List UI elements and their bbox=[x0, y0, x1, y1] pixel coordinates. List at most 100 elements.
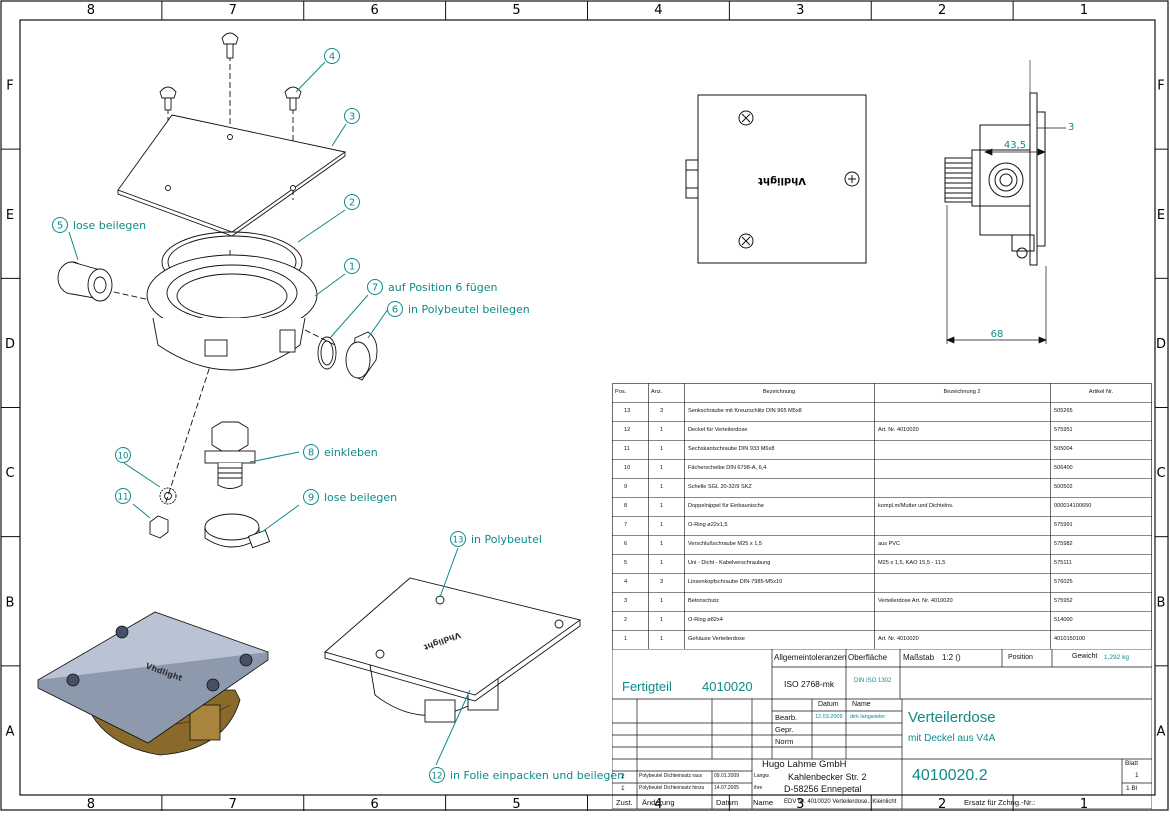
company-street: Kahlenbecker Str. 2 bbox=[788, 772, 867, 782]
parts-list-cell: 505004 bbox=[1054, 446, 1073, 452]
scale-label: Maßstab bbox=[903, 653, 935, 662]
callout-number: 1 bbox=[349, 262, 355, 273]
parts-list-cell: 575951 bbox=[1054, 427, 1073, 433]
callout-leaders bbox=[68, 61, 471, 766]
parts-list-cell: 1 bbox=[660, 465, 664, 471]
parts-list-cell: 1 bbox=[660, 560, 664, 566]
parts-list-cell: Art. Nr. 4010020 bbox=[878, 427, 919, 433]
title-block-grid bbox=[612, 649, 1152, 809]
zone-column-3-top: 3 bbox=[796, 3, 804, 18]
title-block: Allgemeintoleranzen Oberfläche Maßstab 1… bbox=[612, 649, 1152, 809]
callout-1: 1 bbox=[344, 258, 360, 274]
revision-zust: 1 bbox=[621, 785, 625, 792]
zone-column-2-top: 2 bbox=[938, 3, 946, 18]
zone-row-C-left: C bbox=[5, 466, 14, 481]
callout-number: 13 bbox=[453, 536, 464, 546]
parts-list-cell: 500502 bbox=[1054, 484, 1073, 490]
parts-list-cell: 1 bbox=[660, 503, 664, 509]
parts-list-cell: 1 bbox=[660, 598, 664, 604]
zone-column-2-bottom: 2 bbox=[938, 797, 946, 812]
front-view-label: Vhdlight bbox=[758, 175, 806, 186]
revision-change: Polybeutel Dichteinsatz raus bbox=[639, 773, 703, 779]
sheet-label: Blatt bbox=[1125, 760, 1139, 767]
bearb-name: dirk langwieler bbox=[850, 714, 886, 720]
callout-number: 9 bbox=[308, 493, 314, 504]
weight-label: Gewicht bbox=[1072, 653, 1098, 660]
parts-list-cell: Gehäuse Verteilerdose bbox=[688, 636, 745, 642]
exploded-assembly bbox=[57, 32, 378, 549]
parts-list-cell: 4 bbox=[624, 579, 628, 585]
callout-text: einkleben bbox=[324, 446, 378, 459]
parts-list-cell: 7 bbox=[624, 522, 628, 528]
replacement-label: Ersatz für Zchng.-Nr.: bbox=[964, 798, 1036, 807]
parts-list-grid bbox=[612, 383, 1152, 649]
callout-3: 3 bbox=[344, 108, 360, 124]
scale-value: 1:2 () bbox=[942, 653, 961, 662]
zone-row-D-right: D bbox=[1156, 337, 1166, 352]
parts-list-cell: O-Ring ø82x4 bbox=[688, 617, 723, 623]
callout-text: lose beilegen bbox=[73, 219, 146, 232]
change-label: Änderung bbox=[642, 798, 675, 807]
parts-list-header: Artikel Nr. bbox=[1088, 389, 1114, 395]
finished-label: Fertigteil bbox=[622, 679, 672, 694]
revision-change: Polybeutel Dichteinsatz hinzu bbox=[639, 785, 705, 791]
zone-row-B-right: B bbox=[1157, 595, 1166, 610]
parts-list-cell: Linsenkopfschraube DIN-7985-M5x10 bbox=[688, 579, 783, 585]
tolerance-label: Allgemeintoleranzen bbox=[774, 653, 847, 662]
zone-column-6-top: 6 bbox=[371, 3, 379, 18]
callout-number: 2 bbox=[349, 198, 355, 209]
zone-row-F-right: F bbox=[1157, 79, 1164, 94]
parts-list-cell: M25 x 1,5, KAO 15,5 - 11,5 bbox=[878, 560, 946, 566]
parts-list-cell: 2 bbox=[624, 617, 628, 623]
zone-row-C-right: C bbox=[1156, 466, 1165, 481]
name-label: Name bbox=[852, 701, 871, 708]
bearb-date: 12.03.2009 bbox=[815, 714, 843, 720]
zust-label: Zust. bbox=[616, 798, 633, 807]
zone-column-8-bottom: 8 bbox=[87, 797, 95, 812]
parts-list-cell: 1 bbox=[660, 427, 664, 433]
parts-list-cell: 506400 bbox=[1054, 465, 1073, 471]
zone-column-1-top: 1 bbox=[1080, 3, 1088, 18]
revision-name: ihre bbox=[754, 785, 763, 791]
callout-11: 11 bbox=[115, 488, 131, 504]
zone-column-8-top: 8 bbox=[87, 3, 95, 18]
date-label: Datum bbox=[818, 701, 839, 708]
zone-column-3-bottom: 3 bbox=[796, 797, 804, 812]
parts-list-header: Pos. bbox=[615, 389, 627, 395]
revision-name: Langw. bbox=[754, 773, 770, 779]
parts-list-cell: 10 bbox=[624, 465, 631, 471]
callout-10: 10 bbox=[115, 447, 131, 463]
zone-column-1-bottom: 1 bbox=[1080, 797, 1088, 812]
parts-list-cell: 1 bbox=[624, 636, 628, 642]
bearb-label: Bearb. bbox=[775, 713, 798, 722]
callout-text: in Polybeutel beilegen bbox=[408, 303, 530, 316]
parts-list-cell: Verschlußschraube M25 x 1,5 bbox=[688, 541, 762, 547]
zone-row-A-left: A bbox=[6, 724, 15, 739]
finished-number: 4010020 bbox=[702, 679, 753, 694]
zone-column-4-bottom: 4 bbox=[654, 797, 662, 812]
tolerance-value: ISO 2768-mk bbox=[784, 679, 835, 689]
callout-text: in Folie einpacken und beilegen bbox=[450, 769, 624, 782]
revision-zust: 2 bbox=[621, 773, 625, 780]
parts-list-cell: 3 bbox=[660, 579, 664, 585]
parts-list-cell: 575991 bbox=[1054, 522, 1073, 528]
cad-file: EDV Nr. 4010020 Verteilerdose...Kleinlic… bbox=[784, 799, 897, 805]
parts-list-cell: Fächerscheibe DIN 6798-A, 6,4 bbox=[688, 465, 767, 471]
callout-number: 11 bbox=[118, 493, 129, 503]
zone-column-7-bottom: 7 bbox=[229, 797, 237, 812]
parts-list-cell: 4010150100 bbox=[1054, 636, 1086, 642]
parts-list-cell: 514000 bbox=[1054, 617, 1073, 623]
dimension-width: 68 bbox=[991, 329, 1004, 340]
parts-list-cell: Uni - Dicht - Kabelverschraubung bbox=[688, 560, 771, 566]
zone-row-D-left: D bbox=[5, 337, 15, 352]
parts-list-cell: aus PVC bbox=[878, 541, 901, 547]
gepr-label: Gepr. bbox=[775, 725, 794, 734]
